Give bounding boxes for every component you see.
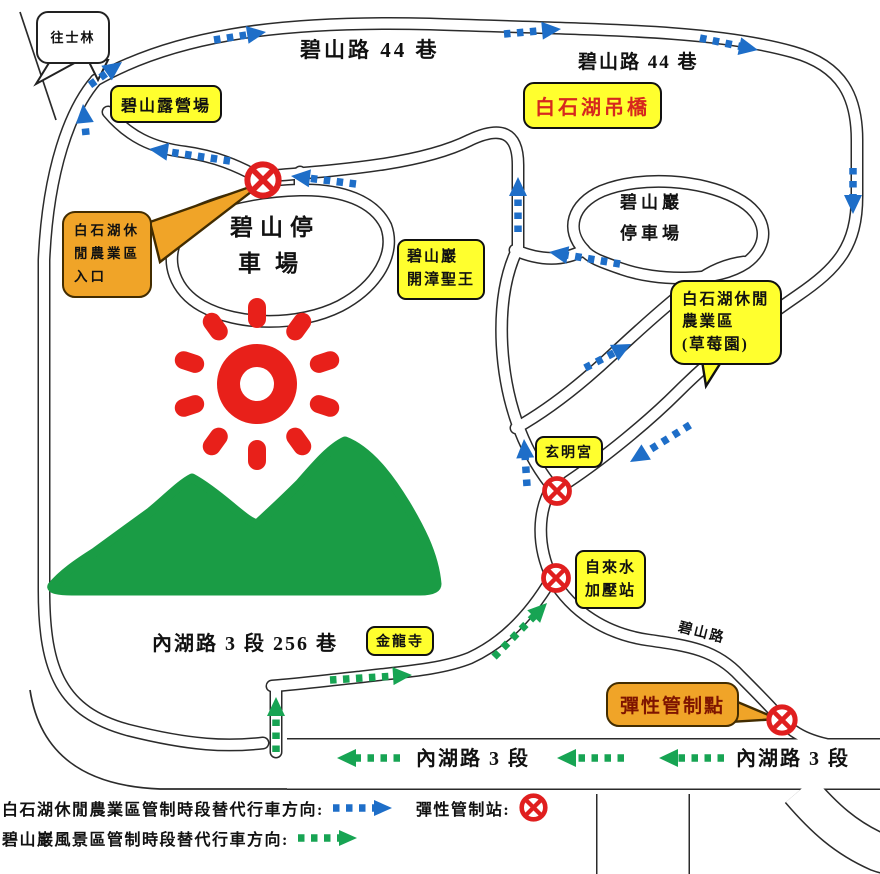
green-dotted-arrow: [659, 749, 724, 767]
entrance-line2: 閒農業區: [74, 245, 140, 261]
green-dotted-arrow: [557, 749, 624, 767]
green-dotted-arrow: [267, 697, 285, 752]
blue-dotted-arrow: [583, 344, 631, 372]
road-edge-lines: [19, 11, 880, 790]
blue-dotted-arrow: [516, 439, 535, 487]
bishan-parking-line1: 碧山停: [230, 215, 320, 240]
road-label-neihu3-center: 內湖路 3 段: [416, 748, 530, 770]
kaizhang-line1: 碧山巖: [407, 249, 459, 265]
no-entry-icon: [541, 563, 571, 593]
mountain-icon: [47, 436, 442, 596]
no-entry-icon: [542, 476, 572, 506]
legend-station-text: 彈性管制站:: [415, 801, 511, 819]
no-entry-icon: [244, 161, 282, 199]
label-kaizhang-temple: 碧山巖 開漳聖王: [397, 239, 486, 300]
callout-strawberry-area: 白石湖休閒 農業區 (草莓園): [670, 280, 782, 366]
bishanyan-parking-line1: 碧山巖: [620, 193, 683, 212]
bishanyan-parking-text: 碧山巖 停車場: [620, 188, 683, 249]
green-dotted-arrow: [329, 667, 412, 686]
bishan-parking-text: 碧山停 車場: [230, 210, 320, 281]
blue-dotted-arrow: [87, 62, 122, 89]
strawberry-line2: 農業區: [682, 313, 735, 331]
callout-farm-entrance: 白石湖休 閒農業區 入口: [62, 211, 152, 298]
green-dotted-arrow: [337, 749, 400, 767]
blue-dotted-arrow: [630, 421, 692, 462]
entrance-line3: 入口: [74, 268, 107, 284]
to-shilin-label: 往士林: [50, 30, 96, 45]
road-label-neihu3-right: 內湖路 3 段: [736, 748, 850, 770]
green-dotted-arrow: [491, 603, 547, 660]
legend-row-blue: 白石湖休閒農業區管制時段替代行車方向: 彈性管制站:: [2, 791, 550, 824]
water-line2: 加壓站: [585, 582, 637, 599]
label-campground: 碧山露營場: [110, 85, 223, 123]
blue-dotted-arrow: [844, 168, 862, 214]
no-entry-icon: [766, 704, 798, 736]
blue-dotted-arrow: [149, 142, 231, 165]
road-label-bishan-44-right: 碧山路 44 巷: [578, 52, 699, 73]
blue-dotted-arrow: [75, 104, 94, 136]
label-jinlong-temple: 金龍寺: [366, 626, 434, 656]
blue-dotted-arrow: [509, 177, 527, 232]
blue-dotted-arrow-icon: [332, 799, 392, 816]
road-label-neihu-256: 內湖路 3 段 256 巷: [152, 633, 338, 655]
label-water-pump-station: 自來水 加壓站: [575, 550, 647, 609]
kaizhang-line2: 開漳聖王: [407, 272, 476, 289]
bishan-parking-line2: 車場: [238, 250, 312, 276]
no-entry-signs: [244, 161, 798, 736]
water-line1: 自來水: [585, 560, 637, 576]
entrance-line1: 白石湖休: [74, 223, 140, 238]
bishanyan-parking-line2: 停車場: [620, 223, 683, 243]
green-dotted-arrow-icon: [297, 830, 357, 846]
legend-green-text: 碧山巖風景區管制時段替代行車方向:: [2, 832, 289, 849]
strawberry-line3: (草莓園): [682, 335, 749, 353]
blue-dotted-arrow: [549, 246, 621, 268]
speech-bubble-to-shilin: 往士林: [36, 11, 110, 64]
label-suspension-bridge: 白石湖吊橋: [523, 82, 662, 129]
label-xuanming-temple: 玄明宮: [535, 436, 603, 468]
no-entry-icon: [519, 793, 548, 822]
legend-row-green: 碧山巖風景區管制時段替代行車方向:: [2, 826, 358, 850]
blue-dotted-arrow: [213, 25, 266, 44]
callout-flexible-control-point: 彈性管制點: [606, 682, 740, 727]
blue-dotted-arrow: [503, 21, 561, 40]
sun-icon: [174, 298, 340, 470]
speech-bubble-tails: [33, 56, 110, 87]
blue-dotted-arrows: [75, 21, 862, 487]
road-label-bishan-44-left: 碧山路 44 巷: [300, 38, 440, 62]
blue-dotted-arrow: [291, 169, 357, 188]
strawberry-line1: 白石湖休閒: [682, 291, 770, 308]
green-dotted-arrows: [267, 603, 724, 767]
blue-dotted-arrow: [699, 34, 758, 55]
legend-blue-text: 白石湖休閒農業區管制時段替代行車方向:: [2, 801, 324, 819]
